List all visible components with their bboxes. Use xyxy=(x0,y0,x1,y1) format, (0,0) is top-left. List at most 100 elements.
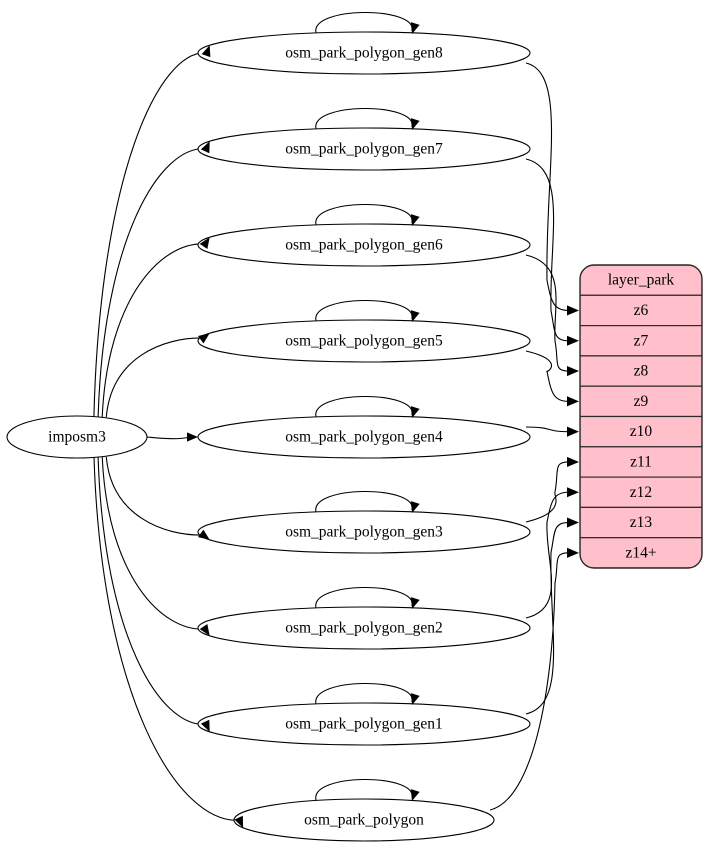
node-ellipse-osm_park_polygon_gen1[interactable] xyxy=(197,702,531,746)
table-row-label-z7: z7 xyxy=(634,332,649,349)
node-ellipse-imposm3[interactable] xyxy=(6,415,148,459)
node-label-osm_park_polygon_gen7: osm_park_polygon_gen7 xyxy=(285,141,443,158)
arrowhead-osm_park_polygon_gen6 xyxy=(199,237,210,249)
node-label-osm_park_polygon: osm_park_polygon xyxy=(304,812,424,829)
edge-imposm3-to-osm_park_polygon_gen2 xyxy=(101,456,206,630)
arrowhead-row-1 xyxy=(567,335,579,346)
edge-imposm3-to-osm_park_polygon_gen6 xyxy=(101,243,206,418)
arrowhead-row-8 xyxy=(567,547,579,558)
arrowhead-osm_park_polygon_gen4 xyxy=(187,432,198,442)
table-row-z14+[interactable] xyxy=(580,537,702,568)
table-row-label-z11: z11 xyxy=(630,454,652,471)
node-osm_park_polygon_gen3[interactable]: osm_park_polygon_gen3 xyxy=(197,491,531,554)
node-osm_park_polygon_gen6[interactable]: osm_park_polygon_gen6 xyxy=(197,204,531,267)
node-osm_park_polygon_gen7[interactable]: osm_park_polygon_gen7 xyxy=(197,108,531,171)
edge-osm_park_polygon_gen8-to-row-0 xyxy=(525,62,569,311)
node-osm_park_polygon_gen2[interactable]: osm_park_polygon_gen2 xyxy=(197,587,531,650)
table-row-label-z14+: z14+ xyxy=(625,544,656,561)
edge-layer xyxy=(93,52,569,821)
self-loop-osm_park_polygon_gen1 xyxy=(315,683,413,705)
arrowhead-osm_park_polygon_gen3 xyxy=(198,529,210,540)
node-layer: osm_park_polygon_gen8 osm_park_polygon_ge… xyxy=(6,12,531,842)
node-label-osm_park_polygon_gen4: osm_park_polygon_gen4 xyxy=(285,429,443,446)
self-loop-osm_park_polygon_gen6 xyxy=(315,204,413,226)
edge-osm_park_polygon-to-row-8 xyxy=(489,552,569,811)
arrowhead-osm_park_polygon_gen7 xyxy=(200,141,210,154)
self-loop-osm_park_polygon_gen8 xyxy=(315,12,413,34)
self-loop-arrowhead-osm_park_polygon_gen4 xyxy=(410,406,420,418)
self-loop-arrowhead-osm_park_polygon xyxy=(410,789,420,801)
self-loop-arrowhead-osm_park_polygon_gen3 xyxy=(410,501,420,513)
self-loop-osm_park_polygon xyxy=(315,779,413,801)
node-ellipse-osm_park_polygon_gen3[interactable] xyxy=(197,510,531,554)
arrowhead-osm_park_polygon_gen8 xyxy=(201,45,211,58)
table-row-z6[interactable] xyxy=(580,294,702,327)
table-row-label-z8: z8 xyxy=(634,363,649,380)
edge-imposm3-to-osm_park_polygon_gen5 xyxy=(105,337,204,418)
edge-osm_park_polygon_gen6-to-row-2 xyxy=(525,254,569,372)
node-ellipse-osm_park_polygon_gen2[interactable] xyxy=(197,606,531,650)
node-ellipse-osm_park_polygon_gen7[interactable] xyxy=(197,127,531,171)
edge-osm_park_polygon_gen5-to-row-3 xyxy=(525,350,569,402)
arrowhead-row-3 xyxy=(567,396,579,407)
self-loop-arrowhead-osm_park_polygon_gen1 xyxy=(410,693,420,705)
self-loop-arrowhead-osm_park_polygon_gen6 xyxy=(410,214,420,226)
edge-osm_park_polygon_gen1-to-row-7 xyxy=(525,522,569,715)
table-row-label-z6: z6 xyxy=(634,302,649,319)
arrowhead-osm_park_polygon_gen2 xyxy=(199,624,210,636)
node-osm_park_polygon[interactable]: osm_park_polygon xyxy=(233,779,495,842)
arrowhead-osm_park_polygon_gen1 xyxy=(200,719,210,732)
table-row-z8[interactable] xyxy=(580,355,702,387)
edge-imposm3-to-osm_park_polygon_gen8 xyxy=(93,52,208,418)
edge-osm_park_polygon_gen2-to-row-6 xyxy=(525,491,569,619)
arrowhead-row-4 xyxy=(567,426,579,437)
node-osm_park_polygon_gen4[interactable]: osm_park_polygon_gen4 xyxy=(197,396,531,459)
self-loop-osm_park_polygon_gen7 xyxy=(315,108,413,130)
table-row-z9[interactable] xyxy=(580,385,702,418)
self-loop-osm_park_polygon_gen4 xyxy=(315,396,413,418)
arrowhead-osm_park_polygon xyxy=(234,815,244,828)
edge-imposm3-to-osm_park_polygon xyxy=(93,456,240,821)
table-row-z7[interactable] xyxy=(580,325,702,357)
arrowhead-row-2 xyxy=(567,366,579,377)
node-ellipse-osm_park_polygon_gen8[interactable] xyxy=(197,31,531,75)
node-imposm3[interactable]: imposm3 xyxy=(6,415,148,459)
arrowhead-row-0 xyxy=(567,305,579,316)
arrowhead-row-6 xyxy=(567,487,579,498)
table-outline xyxy=(579,264,703,569)
edge-osm_park_polygon_gen3-to-row-5 xyxy=(525,461,569,523)
table-header-label: layer_park xyxy=(608,272,675,289)
arrowhead-layer xyxy=(187,22,579,828)
arrowhead-row-7 xyxy=(567,517,579,528)
self-loop-arrowhead-osm_park_polygon_gen2 xyxy=(410,597,420,609)
edge-imposm3-to-osm_park_polygon_gen4 xyxy=(146,436,191,440)
self-loop-arrowhead-osm_park_polygon_gen7 xyxy=(410,118,420,130)
table-row-label-z12: z12 xyxy=(630,484,652,501)
table-row-label-z10: z10 xyxy=(630,423,653,440)
self-loop-osm_park_polygon_gen2 xyxy=(315,587,413,609)
node-ellipse-osm_park_polygon_gen5[interactable] xyxy=(197,319,531,363)
node-osm_park_polygon_gen1[interactable]: osm_park_polygon_gen1 xyxy=(197,683,531,746)
edge-imposm3-to-osm_park_polygon_gen3 xyxy=(105,456,204,536)
node-ellipse-osm_park_polygon_gen6[interactable] xyxy=(197,223,531,267)
node-osm_park_polygon_gen8[interactable]: osm_park_polygon_gen8 xyxy=(197,12,531,75)
node-ellipse-osm_park_polygon[interactable] xyxy=(233,798,495,842)
edge-osm_park_polygon_gen4-to-row-4 xyxy=(525,426,569,433)
edge-imposm3-to-osm_park_polygon_gen7 xyxy=(97,148,207,418)
table-row-z13[interactable] xyxy=(580,506,702,539)
node-label-osm_park_polygon_gen5: osm_park_polygon_gen5 xyxy=(285,333,443,350)
node-osm_park_polygon_gen5[interactable]: osm_park_polygon_gen5 xyxy=(197,300,531,363)
table-row-z10[interactable] xyxy=(580,415,702,448)
edge-osm_park_polygon_gen7-to-row-1 xyxy=(525,158,569,342)
node-label-imposm3: imposm3 xyxy=(48,429,106,446)
node-label-osm_park_polygon_gen1: osm_park_polygon_gen1 xyxy=(285,716,443,733)
node-label-osm_park_polygon_gen8: osm_park_polygon_gen8 xyxy=(285,45,443,62)
node-label-osm_park_polygon_gen6: osm_park_polygon_gen6 xyxy=(285,237,443,254)
table-row-label-z13: z13 xyxy=(630,514,653,531)
self-loop-osm_park_polygon_gen3 xyxy=(315,491,413,513)
edge-imposm3-to-osm_park_polygon_gen1 xyxy=(97,456,207,725)
